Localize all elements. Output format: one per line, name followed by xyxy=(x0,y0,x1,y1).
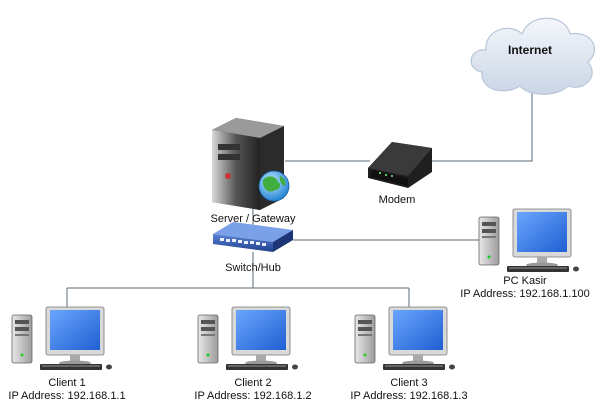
modem-icon xyxy=(368,142,432,188)
client-2-computer-icon xyxy=(197,306,299,371)
pc-kasir-name: PC Kasir xyxy=(503,275,547,287)
switch-label: Switch/Hub xyxy=(225,262,281,274)
pc-kasir-computer-icon xyxy=(478,208,580,273)
link-modem-internet xyxy=(432,88,533,162)
pc-kasir-ip: IP Address: 192.168.1.100 xyxy=(460,288,590,300)
client-1-name: Client 1 xyxy=(48,377,86,389)
server-label: Server / Gateway xyxy=(210,213,296,225)
client-3-ip: IP Address: 192.168.1.3 xyxy=(350,390,468,402)
modem-label: Modem xyxy=(378,194,416,206)
globe-icon xyxy=(258,170,290,202)
connection-lines xyxy=(66,88,533,307)
internet-label: Internet xyxy=(508,43,553,57)
client-2-ip: IP Address: 192.168.1.2 xyxy=(194,390,312,402)
client-3-name: Client 3 xyxy=(390,377,428,389)
switch-icon xyxy=(213,222,293,252)
cloud-icon xyxy=(470,17,595,95)
client-2-name: Client 2 xyxy=(234,377,272,389)
client-1-computer-icon xyxy=(11,306,113,371)
client-3-computer-icon xyxy=(354,306,456,371)
client-1-ip: IP Address: 192.168.1.1 xyxy=(8,390,126,402)
